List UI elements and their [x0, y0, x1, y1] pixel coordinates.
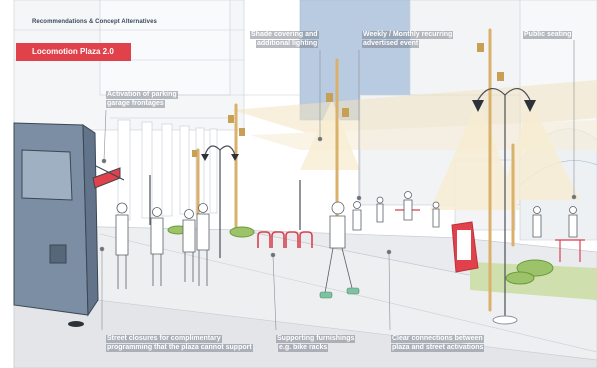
title-banner: Locomotion Plaza 2.0 [16, 43, 131, 61]
annotation-furnishings-line1: Supporting furnishings [276, 335, 356, 343]
pole-lamps [192, 43, 504, 157]
skater-skates [319, 287, 360, 299]
street-lamps [149, 88, 531, 320]
annotation-seating: Public seating [523, 31, 573, 39]
sandwich-board [451, 221, 479, 273]
lamp-base [492, 315, 518, 325]
colonnade [110, 117, 235, 221]
bike-racks [257, 231, 313, 248]
annotation-shade-line1: Shade covering and [250, 31, 319, 39]
annotation-parking-line2: garage frontages [106, 100, 165, 108]
annotation-connections-line2: plaza and street activations [391, 344, 485, 352]
annotation-furnishings-line2: e.g. bike racks [278, 344, 329, 352]
annotation-connections-line1: Clear connections between [391, 335, 484, 343]
section-header: Recommendations & Concept Alternatives [32, 19, 157, 25]
light-cones [300, 100, 580, 210]
annotation-parking-line1: Activation of parking [106, 91, 178, 99]
plants [167, 225, 554, 285]
people [115, 191, 578, 294]
annotation-events-line1: Weekly / Monthly recurring [362, 31, 454, 39]
page-title: Locomotion Plaza 2.0 [32, 47, 114, 56]
annotation-closures-line1: Street closures for complimentary [106, 335, 222, 343]
lamp-heads [201, 100, 536, 161]
annotation-leaders [99, 40, 577, 331]
annotation-shade-line2: additional lighting [256, 40, 319, 48]
annotation-events-line2: advertised event [362, 40, 420, 48]
annotation-closures-line2: programming that the plaza cannot suppor… [106, 344, 253, 352]
food-truck [13, 122, 125, 327]
